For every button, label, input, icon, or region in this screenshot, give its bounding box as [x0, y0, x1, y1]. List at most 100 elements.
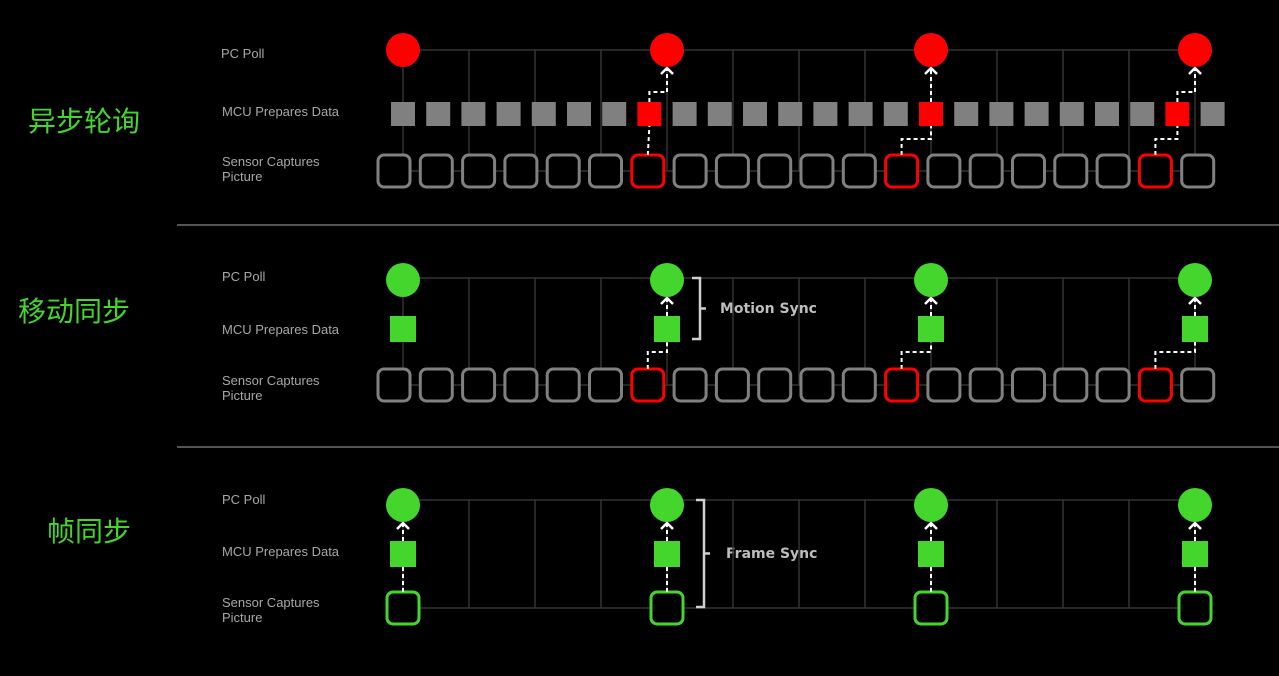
sensor-frame	[1180, 153, 1216, 189]
sensor-frame-synced	[1177, 590, 1213, 626]
pc-poll-circle	[914, 263, 948, 297]
pc-poll-circle	[650, 33, 684, 67]
mcu-data-block	[426, 102, 451, 126]
pc-poll-circle	[1178, 263, 1212, 297]
pc-poll-circle	[386, 488, 420, 522]
sensor-frame	[503, 153, 539, 189]
mcu-data-block	[813, 102, 838, 126]
arrow-head-icon	[660, 66, 674, 75]
pc-poll-circle	[914, 488, 948, 522]
sensor-frame	[1095, 153, 1131, 189]
sensor-frame	[926, 367, 962, 403]
sensor-frame	[672, 367, 708, 403]
sensor-frame	[926, 153, 962, 189]
pc-poll-circle	[1178, 33, 1212, 67]
section-divider	[177, 224, 1279, 226]
row-label-mcu: MCU Prepares Data	[222, 544, 340, 559]
row-label-mcu: MCU Prepares Data	[222, 322, 340, 337]
dashed-connector	[646, 342, 668, 369]
sensor-frame	[841, 367, 877, 403]
sensor-frame-captured	[1137, 367, 1173, 403]
pc-poll-circle	[650, 263, 684, 297]
row-label-sensor-line2: Picture	[222, 610, 263, 625]
dashed-connector	[1176, 91, 1195, 102]
sensor-frame	[714, 367, 750, 403]
sensor-frame-captured	[884, 367, 920, 403]
sensor-frame-captured	[884, 153, 920, 189]
sensor-frame	[545, 367, 581, 403]
sensor-frame	[418, 153, 454, 189]
mcu-data-block	[654, 541, 680, 567]
sensor-frame	[799, 153, 835, 189]
sensor-frame-synced	[649, 590, 685, 626]
row-label-sensor-line1: Sensor Captures	[222, 373, 320, 388]
mcu-data-block	[390, 541, 416, 567]
sensor-frame	[1180, 367, 1216, 403]
sensor-frame	[968, 153, 1004, 189]
sensor-frame	[1011, 367, 1046, 403]
mcu-data-block	[1182, 541, 1208, 567]
sensor-frame	[461, 367, 497, 403]
frame-sync-label: Frame Sync	[726, 546, 818, 562]
mcu-data-block	[1182, 316, 1208, 342]
pc-poll-circle	[1178, 488, 1212, 522]
row-label-pc-poll: PC Poll	[222, 492, 266, 507]
sensor-frame-captured	[630, 367, 666, 403]
mcu-data-block	[883, 102, 908, 126]
sensor-frame	[503, 367, 539, 403]
mcu-data-block	[1024, 102, 1049, 126]
frame-sync-bracket	[696, 498, 710, 609]
motion-sync-bracket	[692, 276, 706, 341]
arrow-head-icon	[396, 521, 410, 530]
sensor-frame	[1053, 153, 1089, 189]
arrow-head-icon	[1188, 521, 1202, 530]
pc-poll-circle	[386, 33, 420, 67]
mcu-data-block	[602, 102, 627, 126]
row-label-sensor-line1: Sensor Captures	[222, 595, 320, 610]
dashed-connector	[900, 342, 932, 369]
row-label-sensor: Sensor Captures Picture	[222, 595, 320, 625]
section-divider	[177, 446, 1279, 448]
row-label-sensor: Sensor Captures Picture	[222, 373, 320, 403]
dashed-connector	[900, 126, 932, 155]
row-label-pc-poll: PC Poll	[222, 269, 266, 284]
mcu-data-block	[1130, 102, 1155, 126]
mcu-data-block	[707, 102, 732, 126]
sensor-frame	[1011, 153, 1046, 189]
mcu-data-block	[778, 102, 803, 126]
sensor-frame	[799, 367, 835, 403]
row-label-sensor-line2: Picture	[222, 169, 263, 184]
mcu-data-block	[654, 316, 680, 342]
arrow-head-icon	[1188, 66, 1202, 75]
motion-sync-label: Motion Sync	[720, 301, 817, 317]
row-label-sensor: Sensor Captures Picture	[222, 154, 320, 184]
sensor-frame-synced	[385, 590, 421, 626]
pc-poll-circle	[386, 263, 420, 297]
mcu-data-sent	[637, 102, 662, 126]
row-label-sensor-line1: Sensor Captures	[222, 154, 320, 169]
mcu-data-block	[989, 102, 1014, 126]
mcu-data-block	[567, 102, 591, 126]
sensor-frame	[1095, 367, 1131, 403]
mcu-data-block	[918, 541, 944, 567]
mcu-data-block	[461, 102, 486, 126]
mcu-data-sent	[919, 102, 943, 126]
sensor-frame	[757, 367, 793, 403]
dashed-connector	[1154, 342, 1196, 369]
sensor-frame	[418, 367, 454, 403]
dashed-connector	[646, 125, 651, 156]
mcu-data-block	[848, 102, 873, 126]
sensor-frame	[545, 153, 581, 189]
sensor-frame-captured	[1137, 153, 1173, 189]
section-title-async-polling: 异步轮询	[28, 105, 141, 138]
mcu-data-block	[531, 102, 556, 126]
sensor-frame	[376, 367, 412, 403]
section-title-frame-sync: 帧同步	[47, 515, 132, 548]
mcu-data-block	[1200, 102, 1225, 126]
row-label-pc-poll: PC Poll	[221, 46, 265, 61]
sensor-frame	[714, 153, 750, 189]
sensor-frame	[1053, 367, 1089, 403]
sensor-frame	[376, 153, 412, 189]
mcu-data-block	[1095, 102, 1119, 126]
